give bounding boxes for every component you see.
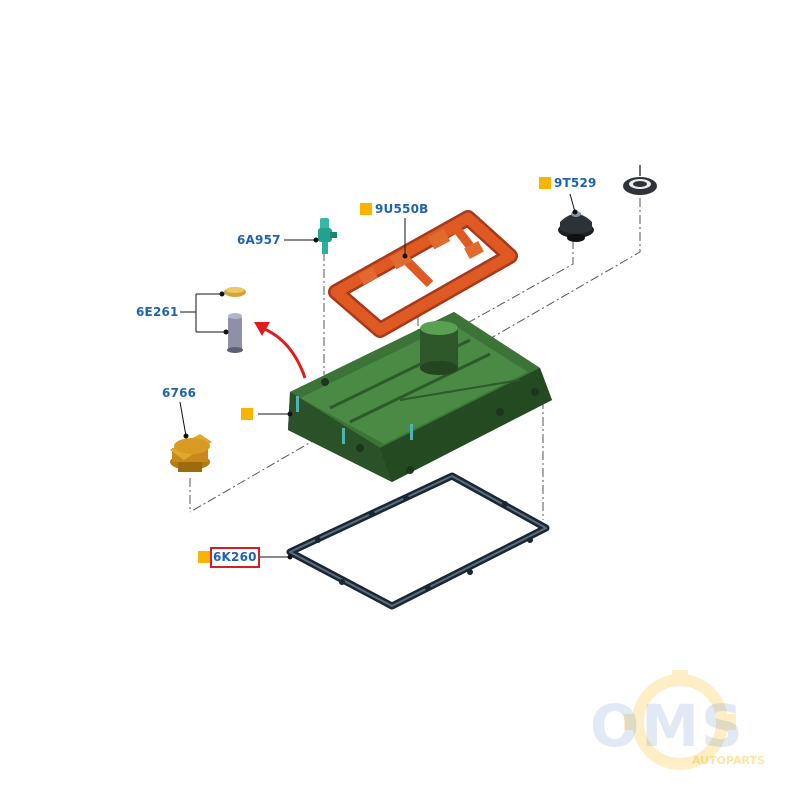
part-label-6E261[interactable]: 6E261 bbox=[136, 305, 179, 319]
valve-part bbox=[224, 287, 246, 353]
part-label-6766[interactable]: 6766 bbox=[162, 386, 197, 400]
new-part-marker bbox=[360, 203, 372, 215]
assembly-arrow bbox=[254, 322, 307, 379]
grommet-part bbox=[623, 165, 657, 195]
selected-part-highlight bbox=[210, 547, 260, 568]
part-label-6A957[interactable]: 6A957 bbox=[237, 233, 281, 247]
new-part-marker bbox=[539, 177, 551, 189]
part-label-6K260[interactable]: 6K260 bbox=[213, 550, 257, 564]
part-label-9U550B[interactable]: 9U550B bbox=[375, 202, 429, 216]
oil-cap-part bbox=[170, 434, 212, 472]
new-part-marker bbox=[198, 551, 210, 563]
watermark-logo: OMS bbox=[590, 692, 745, 760]
new-part-marker bbox=[241, 408, 253, 420]
valve-cover-part bbox=[288, 312, 552, 482]
leader-lines bbox=[179, 193, 578, 560]
part-label-9T529[interactable]: 9T529 bbox=[554, 176, 597, 190]
seal-cap-part bbox=[558, 211, 594, 242]
sensor-part bbox=[318, 218, 337, 254]
cover-gasket-part bbox=[286, 472, 550, 610]
orange-gasket-part bbox=[328, 210, 518, 338]
watermark-subtitle: AUTOPARTS bbox=[692, 754, 765, 767]
watermark-gear-icon bbox=[624, 670, 736, 770]
